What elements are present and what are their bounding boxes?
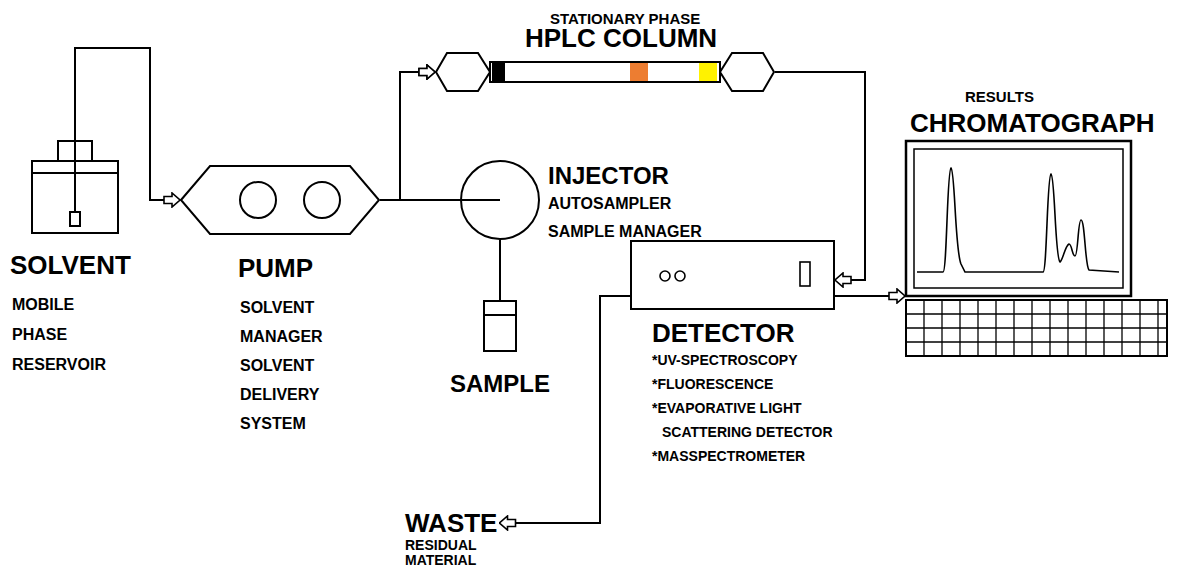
- component-note: CHROMATOGRAPH: [910, 108, 1180, 138]
- component-heading: WASTE: [405, 508, 497, 538]
- label-group: DETECTOR*UV-SPECTROSCOPY*FLUORESCENCE*EV…: [652, 318, 892, 468]
- injector: INJECTORAUTOSAMPLER SAMPLE MANAGER: [460, 160, 540, 240]
- hplc-column: STATIONARY PHASEHPLC COLUMN: [435, 52, 775, 92]
- component-note: SOLVENT MANAGER SOLVENT DELIVERY SYSTEM: [240, 293, 346, 438]
- chromatograph-monitor: RESULTSCHROMATOGRAPH: [905, 140, 1168, 358]
- component-note: MOBILE PHASE RESERVOIR: [12, 290, 120, 380]
- column-shape: [435, 52, 775, 92]
- sample-vial: SAMPLE: [482, 300, 518, 352]
- detector-shape: [630, 240, 835, 310]
- injector-shape: [460, 160, 540, 240]
- label-group: MOBILE PHASE RESERVOIR: [12, 290, 120, 380]
- solvent-reservoir: SOLVENTMOBILE PHASE RESERVOIR: [30, 140, 120, 235]
- component-heading: RESULTS: [965, 88, 1125, 106]
- bottle-shape: [30, 140, 120, 235]
- component-heading: INJECTOR: [548, 162, 748, 190]
- label-group: SAMPLE: [420, 370, 580, 398]
- component-note: RESIDUAL MATERIAL: [405, 538, 497, 568]
- component-note: *FLUORESCENCE: [652, 372, 864, 396]
- component-note: *UV-SPECTROSCOPY: [652, 348, 864, 372]
- detector: DETECTOR*UV-SPECTROSCOPY*FLUORESCENCE*EV…: [630, 240, 835, 310]
- waste-outlet: WASTERESIDUAL MATERIAL: [405, 508, 499, 568]
- flow-line: [499, 240, 501, 300]
- label-group: SOLVENT MANAGER SOLVENT DELIVERY SYSTEM: [240, 293, 346, 438]
- label-group: PUMP: [238, 253, 368, 283]
- flow-line: [835, 295, 905, 297]
- label-group: WASTERESIDUAL MATERIAL: [405, 508, 497, 568]
- monitor-shape: [905, 140, 1168, 358]
- component-heading: SOLVENT: [10, 250, 160, 280]
- component-heading: DETECTOR: [652, 318, 892, 348]
- label-group: SOLVENT: [10, 250, 160, 280]
- flow-line: [500, 296, 631, 523]
- label-group: INJECTORAUTOSAMPLER SAMPLE MANAGER: [548, 162, 748, 246]
- label-group: CHROMATOGRAPH: [910, 108, 1180, 138]
- pump: PUMPSOLVENT MANAGER SOLVENT DELIVERY SYS…: [180, 165, 380, 235]
- component-heading: SAMPLE: [420, 370, 580, 398]
- label-group: RESULTS: [965, 88, 1125, 106]
- component-note: *MASSPECTROMETER: [652, 444, 864, 468]
- component-heading: PUMP: [238, 253, 368, 283]
- flow-line: [380, 72, 435, 200]
- pump-shape: [180, 165, 380, 235]
- component-note: *EVAPORATIVE LIGHT SCATTERING DETECTOR: [652, 396, 864, 444]
- vial-shape: [482, 300, 518, 352]
- component-note: AUTOSAMPLER SAMPLE MANAGER: [548, 190, 720, 246]
- component-note: HPLC COLUMN: [525, 25, 775, 51]
- label-group: HPLC COLUMN: [525, 25, 775, 51]
